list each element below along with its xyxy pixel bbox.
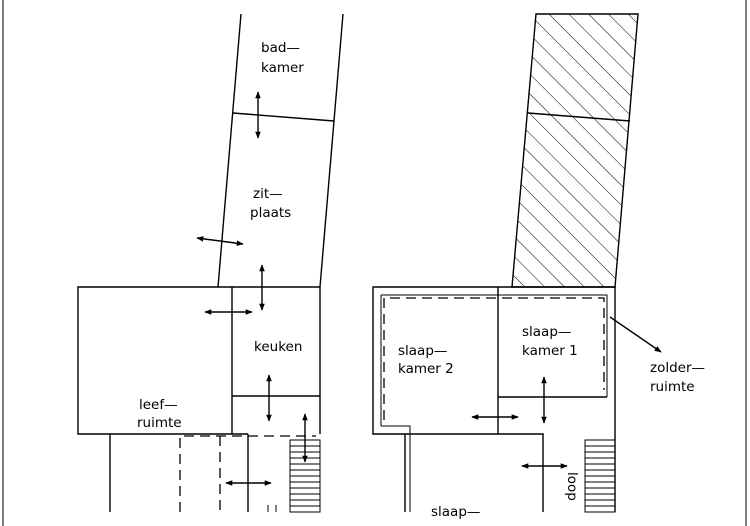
label-slaapkamer2-2: kamer 2 <box>398 361 454 377</box>
partial-letter-u <box>267 505 277 512</box>
label-loop-partial: loop <box>564 472 580 501</box>
attic-dashed-boundary <box>383 297 605 420</box>
label-zitplaats-2: plaats <box>250 205 291 221</box>
label-leefruimte-1: leef— <box>139 397 178 413</box>
stair-ground <box>289 439 321 513</box>
label-slaapkamer1-2: kamer 1 <box>522 343 578 359</box>
main-block-outline <box>77 286 320 435</box>
label-badkamer-2: kamer <box>261 60 304 76</box>
label-zitplaats-1: zit— <box>253 186 283 202</box>
upper-inner-wall <box>381 294 608 397</box>
hatched-area-partition <box>527 112 631 122</box>
label-leefruimte-2: ruimte <box>137 415 182 431</box>
ground-floor-plan: bad— kamer zit— plaats keuken leef— ruim… <box>77 13 344 513</box>
upper-outer-wall <box>372 286 616 512</box>
hatched-attic-area <box>511 13 639 288</box>
stair-upper <box>584 439 616 513</box>
label-badkamer-1: bad— <box>261 40 300 56</box>
pointer-zolderruimte <box>609 316 662 353</box>
lower-dashed-zone <box>179 435 316 512</box>
label-zolderruimte-2: ruimte <box>650 379 695 395</box>
label-slaap-partial: slaap— <box>431 504 480 520</box>
label-slaapkamer1-1: slaap— <box>522 324 571 340</box>
label-slaapkamer2-1: slaap— <box>398 343 447 359</box>
label-zolderruimte-1: zolder— <box>650 360 705 376</box>
extension-right-wall <box>319 13 344 288</box>
upper-floor-plan: slaap— kamer 2 slaap— kamer 1 zolder— ru… <box>372 13 705 520</box>
extension-left-wall <box>217 13 242 288</box>
upper-inner-bottom <box>381 425 411 512</box>
badkamer-partition <box>232 112 335 122</box>
label-keuken: keuken <box>254 339 302 355</box>
arrow-zit-left <box>196 236 244 246</box>
